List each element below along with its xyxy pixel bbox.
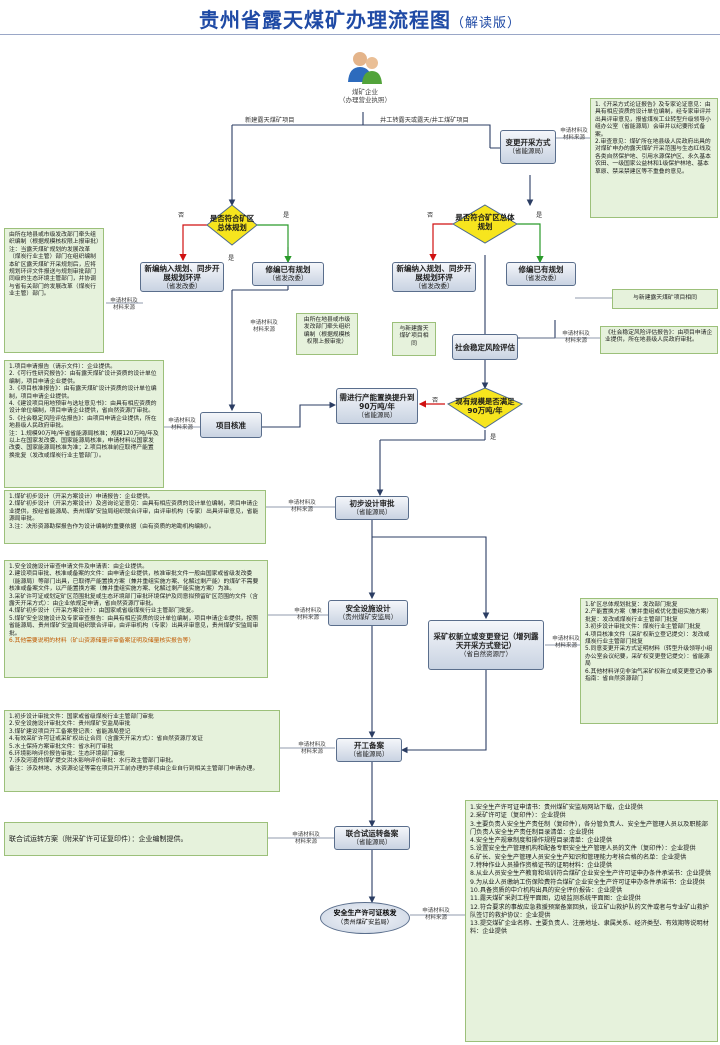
yes-label-left: 是 <box>283 212 290 219</box>
apply-label: 申请材料及材料来源 <box>298 742 326 755</box>
green-project-approval: 1.项目申请报告（请示文件）：企业提供。2.《可行性研究报告》：由有露天煤矿设计… <box>4 360 164 488</box>
no-label-right: 否 <box>427 212 434 219</box>
capacity-replace-node[interactable]: 需进行产能置换提升到90万吨/年（省能源局） <box>336 388 418 424</box>
apply-label: 申请材料及材料来源 <box>562 331 590 344</box>
yes-label-scale: 是 <box>490 434 497 441</box>
trial-record-node[interactable]: 联合试运转备案（省能源局） <box>334 826 410 850</box>
start-node: 煤矿企业（办理营业执照） <box>339 88 391 104</box>
no-label-left: 否 <box>178 212 185 219</box>
decision-diamond-right <box>452 204 518 244</box>
yes-label-right: 是 <box>536 212 543 219</box>
page-title: 贵州省露天煤矿办理流程图（解读版） <box>198 8 521 32</box>
green-trial-record: 联合试运转方案（附采矿许可证复印件）：企业编制提供。 <box>4 822 268 856</box>
revise-right-node[interactable]: 修编已有规划（省发改委） <box>506 262 576 286</box>
apply-label: 申请材料及材料来源 <box>110 298 138 311</box>
risk-assess-node[interactable]: 社会稳定风险评估 <box>452 334 518 360</box>
yes-label-left-down: 是 <box>228 255 235 262</box>
diamond-left-text: 是否符合矿区总体规划 <box>209 214 255 232</box>
branch-transfer-label: 井工转露天或露天/井工煤矿项目 <box>380 117 469 124</box>
green-risk-assess: 《社会稳定风险评估报告》：由项目申请企业提供，所在地县级人民政府审批。 <box>600 326 718 354</box>
apply-label: 申请材料及材料来源 <box>552 636 580 649</box>
safety-design-node[interactable]: 安全设施设计（贵州煤矿安监局） <box>328 600 408 626</box>
green-safety-design: 1.安全设施设计审查申请文件及申请表：由企业提供。2.建设项目审批、核准或备案的… <box>4 560 268 678</box>
green-revise-right: 与新建露天煤矿项目相同 <box>612 289 718 309</box>
green-left-plan: 由所在地县或市级发改部门牵头组织编制（根据规模核权限上报审批）注：当露天煤矿规划… <box>4 228 104 353</box>
apply-label: 申请材料及材料来源 <box>422 908 450 921</box>
user-group-icon <box>345 50 385 84</box>
no-label-scale: 否 <box>432 397 439 404</box>
safety-license-node[interactable]: 安全生产许可证核发（贵州煤矿安监局） <box>320 902 410 934</box>
mining-right-node[interactable]: 采矿权新立或变更登记（增列露天开采方式登记）（省自然资源厅） <box>428 620 544 670</box>
change-mining-node[interactable]: 变更开采方式（省能源局） <box>500 130 556 164</box>
revise-left-node[interactable]: 修编已有规划（省发改委） <box>252 262 324 286</box>
diamond-scale-text: 现有规模是否满足90万吨/年 <box>455 397 515 415</box>
title-divider <box>0 34 720 35</box>
diamond-right-text: 是否符合矿区总体规划 <box>455 213 515 231</box>
green-change-mining: 1.《开采方式论证报告》及专家论证意见：由具有相应资质的设计单位编制，经专家审评… <box>590 98 718 218</box>
new-plan-right-node[interactable]: 新编纳入规划、同步开展规划环评（省发改委） <box>392 262 476 292</box>
apply-label: 申请材料及材料来源 <box>250 320 278 333</box>
new-plan-left-node[interactable]: 新编纳入规划、同步开展规划环评（省发改委） <box>140 262 224 292</box>
green-same-as-new-short: 与新建露天煤矿项目相同 <box>392 322 436 356</box>
branch-new-label: 新建露天煤矿项目 <box>245 117 295 124</box>
decision-diamond-left <box>206 204 258 246</box>
apply-label: 申请材料及材料来源 <box>292 832 320 845</box>
apply-label: 申请材料及材料来源 <box>168 418 196 431</box>
apply-label: 申请材料及材料来源 <box>288 500 316 513</box>
apply-label: 申请材料及材料来源 <box>560 128 588 141</box>
prelim-design-node[interactable]: 初步设计审批（省能源局） <box>335 496 409 520</box>
green-revise-left: 由所在地县或市级发改部门牵头组织编制（根据规模核权限上报审批） <box>296 313 358 355</box>
construction-record-node[interactable]: 开工备案（省能源局） <box>336 738 402 762</box>
project-approval-node[interactable]: 项目核准 <box>200 412 262 438</box>
green-prelim-design: 1.煤矿初步设计（开采方案设计）申请报告：企业提供。2.煤矿初步设计（开采方案设… <box>4 490 266 544</box>
apply-label: 申请材料及材料来源 <box>294 608 322 621</box>
decision-diamond-scale <box>446 387 524 429</box>
